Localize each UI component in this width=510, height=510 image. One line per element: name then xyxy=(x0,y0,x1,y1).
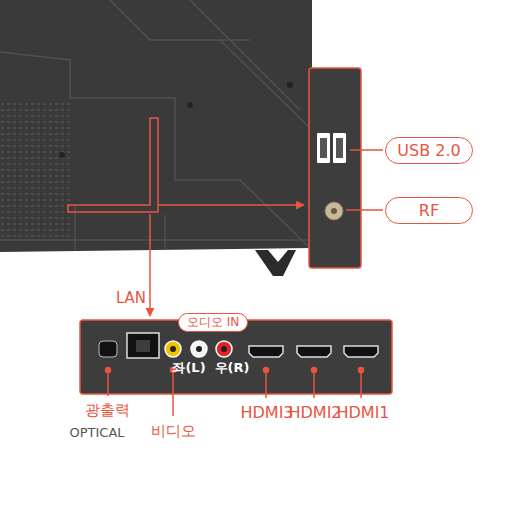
port-label: HDMI3 xyxy=(240,403,293,422)
port-sublabel: OPTICAL xyxy=(69,425,124,440)
side-panel xyxy=(309,68,361,268)
leader-arrow xyxy=(149,214,151,316)
tv-back xyxy=(0,0,312,252)
leader-line xyxy=(350,149,383,151)
optical-port xyxy=(99,341,117,357)
port-label: LAN xyxy=(116,289,146,307)
audio-right-jack xyxy=(216,341,232,357)
channel-label: 우(R) xyxy=(215,359,250,377)
port-zone xyxy=(68,118,158,212)
port-label: 비디오 xyxy=(151,422,196,441)
audio-left-jack xyxy=(191,341,207,357)
port-label: HDMI1 xyxy=(336,403,389,422)
audio-in-callout: 오디오 IN xyxy=(178,313,248,332)
port-label: HDMI2 xyxy=(288,403,341,422)
rf-port xyxy=(325,202,343,220)
leader-line xyxy=(346,209,383,211)
video-jack xyxy=(165,341,181,357)
stand xyxy=(255,250,296,276)
rf-callout: RF xyxy=(385,197,473,224)
callout-text: 오디오 IN xyxy=(187,314,239,331)
tv-contours xyxy=(0,0,312,250)
usb-port xyxy=(317,133,330,163)
callout-text: USB 2.0 xyxy=(397,141,460,160)
vent xyxy=(0,100,72,240)
lan-port xyxy=(127,333,159,358)
callout-text: RF xyxy=(419,201,439,220)
usb-callout: USB 2.0 xyxy=(385,137,473,164)
leader-arrow xyxy=(158,204,304,206)
channel-label: 좌(L) xyxy=(172,359,205,377)
usb-port xyxy=(333,133,346,163)
hdmi-ports xyxy=(249,346,378,357)
port-label: 광출력 xyxy=(85,401,130,420)
